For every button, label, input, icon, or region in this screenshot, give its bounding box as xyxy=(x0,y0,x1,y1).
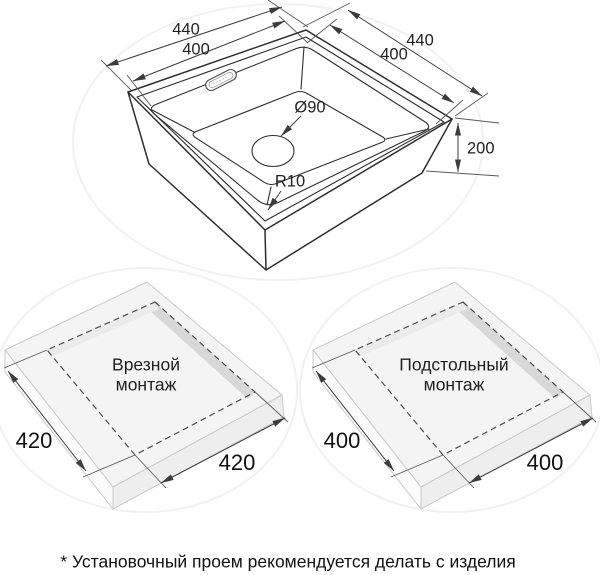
panel-undermount: Подстольный монтаж 400 400 xyxy=(312,282,596,509)
dim-label-440-right: 440 xyxy=(406,31,434,49)
extension-line xyxy=(302,2,351,28)
panel-dim-bottom: 420 xyxy=(219,450,256,475)
footnote: * Установочный проем рекомендуется делат… xyxy=(60,552,515,572)
leader-drain-diameter xyxy=(280,115,302,137)
panel-flush-mount: Врезной монтаж 420 420 xyxy=(4,282,288,509)
bowl-front-corner-line xyxy=(266,186,272,206)
extension-line xyxy=(126,74,152,107)
dim-label-440-left: 440 xyxy=(172,20,200,38)
panel-title-line2: монтаж xyxy=(116,375,177,395)
bowl-back-corner-line xyxy=(300,46,305,90)
bowl-right-corner-line xyxy=(385,128,430,140)
bowl-left-corner-line xyxy=(151,109,195,133)
extension-line xyxy=(425,170,500,177)
leader-corner-radius xyxy=(267,190,282,211)
extension-line xyxy=(435,99,464,125)
dimension-line-400-left xyxy=(132,20,286,82)
panel-dim-left: 420 xyxy=(16,428,53,453)
extension-line xyxy=(454,92,489,117)
extension-line xyxy=(278,15,309,44)
panel-title-line1: Врезной xyxy=(112,355,180,375)
dim-label-depth-200: 200 xyxy=(467,139,495,157)
dimension-line-400-right xyxy=(329,24,455,104)
dim-label-400-right: 400 xyxy=(380,45,408,63)
extension-line xyxy=(100,59,132,91)
extension-line xyxy=(267,0,309,28)
panel-title-line2: монтаж xyxy=(424,375,485,395)
panel-dim-left: 400 xyxy=(324,428,361,453)
dim-label-drain-diameter: Ø90 xyxy=(294,98,325,116)
dim-label-corner-radius: R10 xyxy=(275,172,305,190)
sink-rim-lip-edge xyxy=(136,36,445,222)
sink-isometric-drawing: 440 400 440 400 200 Ø90 R10 xyxy=(100,0,500,271)
drain-hole xyxy=(251,134,295,168)
panel-dim-bottom: 400 xyxy=(527,450,564,475)
watermark-circle xyxy=(299,267,600,513)
watermark-circle xyxy=(0,267,298,513)
extension-line xyxy=(306,18,338,44)
dimension-line-440-right xyxy=(347,9,483,97)
watermark-circle xyxy=(72,3,484,281)
bowl-opening-edge xyxy=(150,46,430,206)
dim-label-400-left: 400 xyxy=(182,40,210,58)
panel-title-line1: Подстольный xyxy=(399,355,508,375)
bowl-bottom-edge xyxy=(192,90,386,186)
sink-front-corner-edge xyxy=(264,229,267,271)
extension-line xyxy=(454,117,500,124)
